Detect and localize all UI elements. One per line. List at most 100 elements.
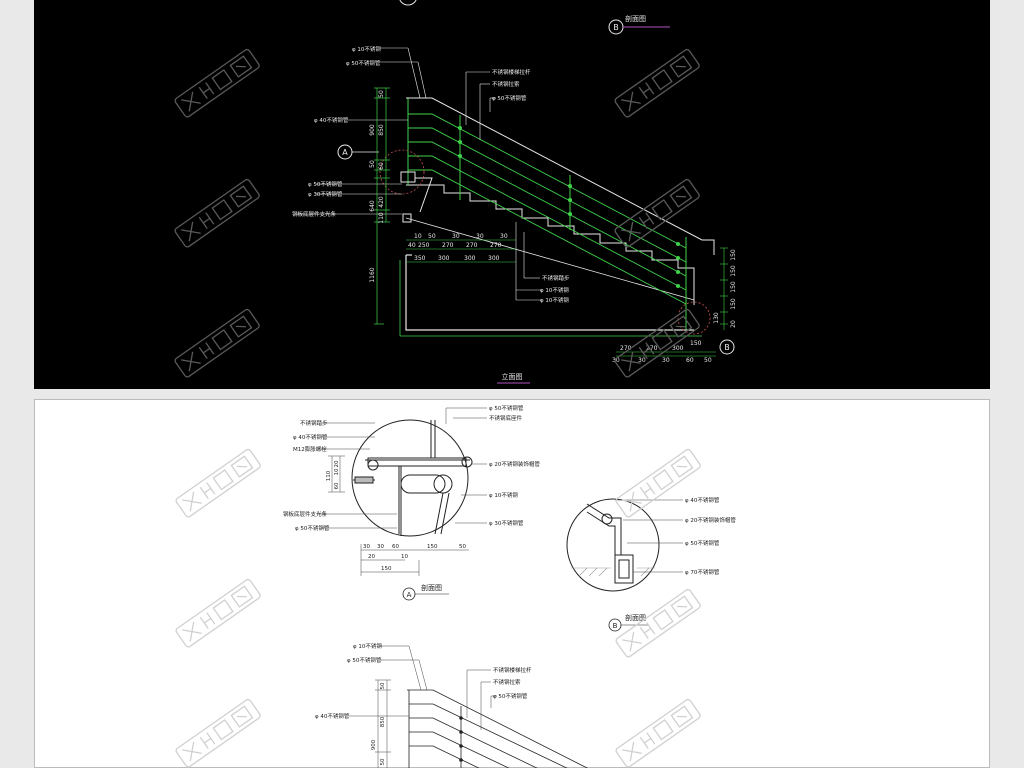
circle-b-marker-bottom (719, 339, 735, 355)
circle-b-label: B (613, 23, 619, 32)
lower-label-5: 不锈钢拉索 (493, 678, 521, 686)
foot-bot-2: 30 (638, 357, 646, 364)
detail-a-vdim-4: 60 (334, 482, 340, 489)
cable-fittings (458, 126, 680, 288)
detail-a-hdim-3: 60 (392, 544, 399, 550)
detail-b-callout (677, 301, 711, 335)
watermark-group-top (174, 48, 700, 378)
lower-label-3: φ 40不锈钢管 (315, 712, 350, 720)
detail-a-body (353, 420, 473, 536)
detail-a-hdim-4: 150 (427, 544, 438, 550)
detail-a-leaders (317, 407, 487, 529)
detail-a-callout (379, 149, 425, 195)
tread-bot-4: 300 (488, 255, 500, 262)
dim-right-5: 130 (713, 312, 720, 324)
label-bottom-2: φ 10不锈钢 (540, 286, 569, 294)
detail-a-hdim-6: 20 (368, 554, 375, 560)
detail-a-label-1: 不锈钢踏步 (300, 419, 328, 427)
detail-b-label-4: φ 70不锈钢管 (685, 568, 720, 576)
left-dim-values: 50 850 900 60 50 640 420 110 1160 (369, 90, 385, 283)
right-dim-lines (720, 247, 728, 330)
detail-a-hdim-5: 50 (459, 544, 466, 550)
detail-b-hatch (571, 567, 655, 577)
dim-left-8: 110 (378, 212, 385, 224)
circle-b-bottom-label: B (724, 343, 730, 352)
detail-b-label-2: φ 20不锈钢装饰帽管 (685, 516, 736, 524)
lower-leaders (349, 645, 497, 730)
circle-a-label: A (342, 148, 348, 157)
watermark-group-bottom (175, 448, 701, 768)
detail-b-title-letter: B (613, 622, 618, 630)
foot-top-2: 270 (646, 345, 658, 352)
lower-dim-lines (375, 679, 391, 768)
lower-label-2: φ 50不锈钢管 (347, 656, 382, 664)
handrail-posts (407, 98, 687, 330)
detail-a-circle (351, 419, 469, 537)
detail-a-hdim-7: 10 (401, 554, 408, 560)
foot-bot-4: 60 (686, 357, 694, 364)
dim-right-3: 150 (730, 281, 737, 293)
tread-top-4: 30 (476, 233, 484, 240)
left-leaders (296, 47, 427, 215)
detail-a-title-letter: A (407, 591, 412, 599)
foot-bot-3: 30 (662, 357, 670, 364)
dim-right-4: 150 (730, 298, 737, 310)
detail-a-label-6: φ 50不锈钢管 (489, 404, 524, 412)
detail-b-circle (566, 498, 660, 592)
detail-a-hdim-1: 30 (363, 544, 370, 550)
tread-bot-1: 350 (414, 255, 426, 262)
foot-top-4: 150 (690, 340, 702, 347)
tread-dim-lines (406, 239, 516, 263)
foot-bot-1: 30 (612, 357, 620, 364)
label-left-2: φ 50不锈钢管 (346, 59, 381, 67)
detail-drawing: 不锈钢踏步 φ 40不锈钢管 M12膨胀螺栓 钢板底层件支光条 φ 50不锈钢管… (175, 404, 736, 768)
detail-b-leaders (615, 499, 683, 573)
label-right-1: 不锈钢楼梯拉杆 (492, 68, 531, 76)
tread-top-5: 30 (500, 233, 508, 240)
label-right-2: 不锈钢拉索 (492, 80, 520, 88)
left-dim-chain (374, 87, 390, 325)
elevation-drawing: B 剖面图 (174, 0, 737, 384)
tread-mid-2: 250 (418, 242, 430, 249)
cables (408, 113, 687, 305)
foot-dim-values: 270 270 300 150 30 30 30 60 50 (612, 340, 712, 364)
dim-right-1: 150 (730, 249, 737, 261)
right-leaders (465, 71, 496, 140)
label-left-5: φ 30不锈钢管 (308, 190, 343, 198)
right-dim-values: 150 150 150 150 130 20 (713, 249, 737, 328)
detail-a-vdim-2: 20 (334, 460, 340, 467)
label-left-1: φ 10不锈钢 (352, 45, 381, 53)
post-bracket (400, 171, 433, 223)
detail-a-hdims (360, 544, 469, 576)
stair-treads (406, 184, 695, 305)
detail-a-vdim-1: 110 (326, 470, 332, 481)
detail-a-label-8: φ 20不锈钢装饰帽管 (489, 460, 540, 468)
tread-dim-values: 10 50 30 30 30 40 250 270 270 270 350 30… (408, 233, 508, 262)
pit-hatch (399, 260, 702, 337)
detail-a-vdim-3: 10 (334, 468, 340, 475)
detail-a-label-9: φ 10不锈钢 (489, 491, 518, 499)
bottom-leaders (515, 222, 542, 301)
tread-bot-3: 300 (464, 255, 476, 262)
axis-marker-fragment (399, 0, 417, 6)
lower-fittings (459, 716, 463, 762)
lower-elevation (407, 689, 588, 768)
tread-top-2: 50 (428, 233, 436, 240)
lower-dim-1: 50 (380, 682, 386, 689)
dim-left-6: 640 (369, 200, 376, 212)
lower-dim-4: 50 (380, 758, 386, 765)
tread-mid-5: 270 (490, 242, 502, 249)
label-right-3: φ 50不锈钢管 (492, 94, 527, 102)
tread-mid-4: 270 (466, 242, 478, 249)
label-left-4: φ 50不锈钢管 (308, 180, 343, 188)
dim-left-2: 850 (378, 124, 385, 136)
detail-a-label-5: φ 50不锈钢管 (295, 524, 330, 532)
detail-a-vdim-values: 110 20 10 60 (326, 460, 340, 489)
foot-dim-lines (616, 351, 716, 357)
tread-mid-1: 40 (408, 242, 416, 249)
detail-a-title: 剖面图 (421, 583, 442, 592)
dim-left-3: 900 (369, 124, 376, 136)
stair-pit (405, 254, 694, 331)
detail-b-title: 剖面图 (625, 613, 646, 622)
detail-b-label-1: φ 40不锈钢管 (685, 496, 720, 504)
